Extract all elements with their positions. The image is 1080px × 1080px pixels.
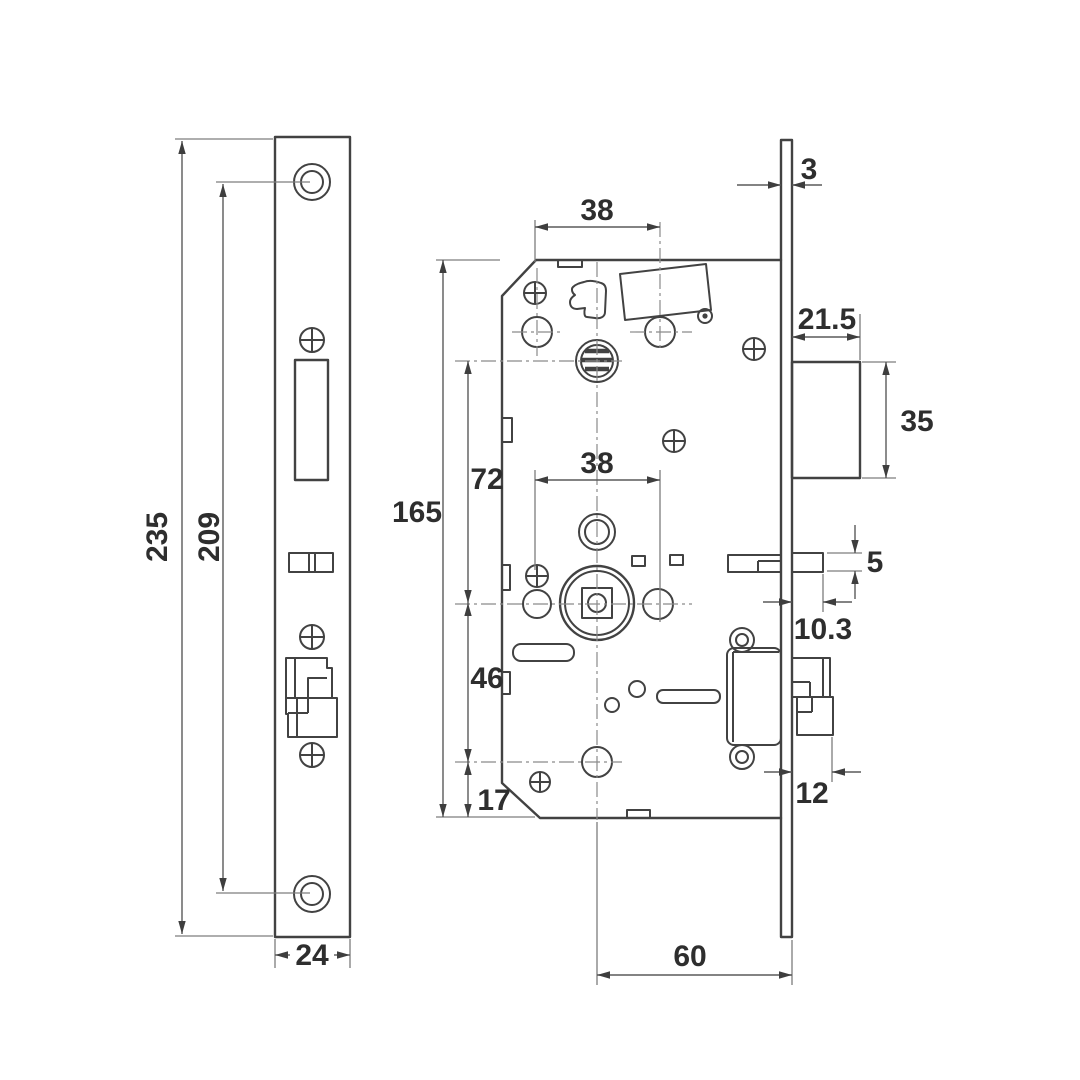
case-top-tab — [557, 259, 583, 268]
phillips-screw — [299, 742, 325, 768]
dim-backset-label: 60 — [673, 940, 706, 973]
auxiliary-deadlatch — [727, 552, 824, 573]
faceplate-outline — [273, 135, 352, 939]
deadbolt-block — [796, 696, 834, 736]
dimensions: 235 209 24 38 38 165 72 46 17 60 3 21.5 … — [141, 141, 934, 979]
dim-latch-protrusion-label: 21.5 — [798, 303, 856, 336]
dim-hub-to-lower-hole-label: 46 — [470, 662, 503, 695]
latch-bolt-side — [790, 360, 862, 480]
deadbolt-arm-slot — [656, 689, 721, 704]
dim-screw-spacing-label: 209 — [193, 512, 226, 562]
phillips-screw — [299, 624, 325, 650]
dim-plate-width-label: 24 — [295, 939, 329, 972]
small-square-hole — [631, 555, 646, 567]
deadbolt-window — [288, 552, 334, 573]
fixing-hole — [522, 589, 552, 619]
dim-aux-bolt-protrusion-label: 10.3 — [794, 613, 852, 646]
phillips-screw — [529, 771, 551, 793]
phillips-screw — [525, 564, 549, 588]
dim-deadbolt-throw-label: 12 — [795, 777, 828, 810]
dim-top-hole-spacing-label: 38 — [580, 194, 613, 227]
case-left-tab — [501, 671, 511, 695]
case-bottom-tab — [626, 809, 651, 819]
phillips-screw — [523, 281, 547, 305]
case-outline — [500, 258, 783, 820]
faceplate-front-view — [273, 135, 352, 939]
extension-lines — [175, 138, 896, 985]
phillips-screw — [742, 337, 766, 361]
slot-opening — [512, 643, 575, 662]
dim-aux-bolt-height-label: 5 — [867, 546, 884, 579]
dim-case-height-label: 165 — [392, 496, 442, 529]
dim-cylinder-to-hub-label: 72 — [470, 463, 503, 496]
dim-lower-hole-to-bottom-label: 17 — [477, 784, 510, 817]
dim-plate-height-label: 235 — [141, 512, 174, 562]
deadbolt-assembly — [726, 627, 834, 770]
case-left-tab — [501, 564, 511, 591]
pin-hole — [628, 680, 646, 698]
latch-window — [293, 358, 330, 482]
phillips-screw — [662, 429, 686, 453]
case-left-tab — [501, 417, 513, 443]
spring-lever-shape — [569, 279, 607, 320]
pin-hole — [604, 697, 620, 713]
bottom-screw-hole — [293, 875, 331, 913]
lock-case-view — [500, 258, 834, 820]
small-square-hole — [669, 554, 684, 566]
dim-plate-thickness-label: 3 — [801, 153, 818, 186]
center-lines — [455, 222, 692, 820]
faceplate-edge-view — [779, 138, 862, 939]
edge-plate — [779, 138, 794, 939]
dim-hub-hole-spacing-label: 38 — [580, 447, 613, 480]
latch-bolt-front — [285, 657, 338, 738]
tilted-lever-plate — [619, 263, 713, 324]
dim-latch-height-label: 35 — [900, 405, 933, 438]
phillips-screw — [299, 327, 325, 353]
